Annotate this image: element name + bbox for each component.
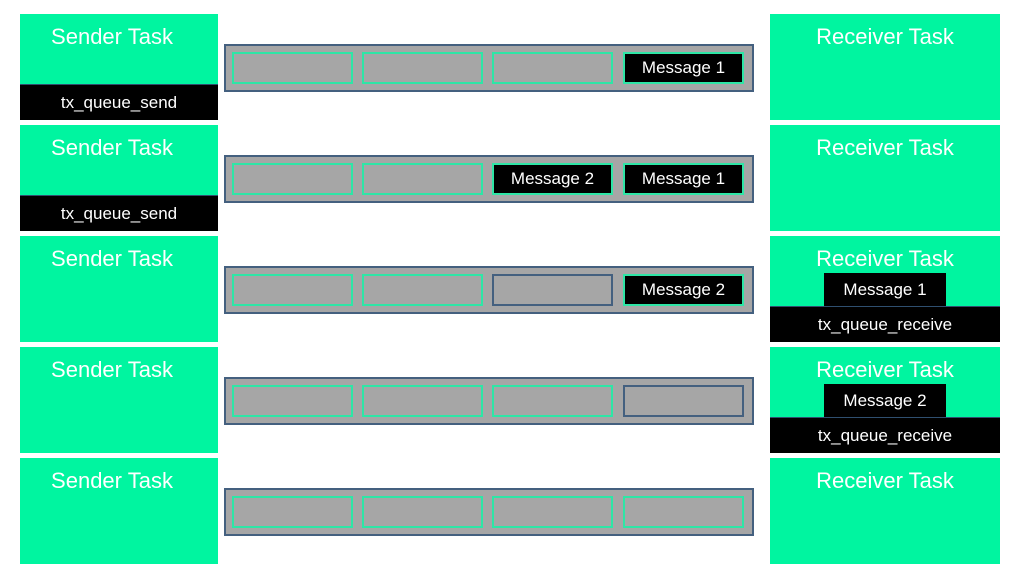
queue-slot-empty <box>492 496 613 528</box>
sender-task-title: Sender Task <box>51 357 173 382</box>
receiver-task-box: Receiver Task <box>770 458 1000 564</box>
message-queue: Message 2 Message 1 <box>224 155 754 203</box>
sender-task-box: Sender Task <box>20 236 218 342</box>
queue-slot-empty <box>362 163 483 195</box>
queue-slot-empty <box>232 274 353 306</box>
tx-queue-send-label: tx_queue_send <box>20 84 218 120</box>
queue-slot-message: Message 1 <box>623 52 744 84</box>
queue-step-3: Sender Task Message 2 Receiver Task Mess… <box>0 236 1024 342</box>
queue-slot-empty <box>232 496 353 528</box>
received-message: Message 1 <box>824 273 946 307</box>
queue-slot-message: Message 2 <box>492 163 613 195</box>
receiver-task-box: Receiver Task <box>770 14 1000 120</box>
queue-slot-empty <box>362 385 483 417</box>
message-queue <box>224 377 754 425</box>
receiver-task-box: Receiver Task Message 1 tx_queue_receive <box>770 236 1000 342</box>
sender-task-title: Sender Task <box>51 24 173 49</box>
receiver-task-title: Receiver Task <box>816 135 954 160</box>
queue-slot-empty <box>232 163 353 195</box>
tx-queue-receive-label: tx_queue_receive <box>770 417 1000 453</box>
receiver-task-title: Receiver Task <box>816 24 954 49</box>
receiver-task-title: Receiver Task <box>816 246 954 271</box>
sender-task-title: Sender Task <box>51 246 173 271</box>
queue-slot-empty <box>232 52 353 84</box>
sender-task-title: Sender Task <box>51 135 173 160</box>
queue-slot-empty <box>623 496 744 528</box>
queue-step-2: Sender Task tx_queue_send Message 2 Mess… <box>0 125 1024 231</box>
sender-task-box: Sender Task <box>20 347 218 453</box>
queue-slot-empty <box>232 385 353 417</box>
queue-slot-empty <box>492 52 613 84</box>
receiver-task-box: Receiver Task Message 2 tx_queue_receive <box>770 347 1000 453</box>
sender-task-title: Sender Task <box>51 468 173 493</box>
queue-slot-message: Message 1 <box>623 163 744 195</box>
message-queue: Message 1 <box>224 44 754 92</box>
queue-slot-empty <box>492 385 613 417</box>
queue-slot-message: Message 2 <box>623 274 744 306</box>
queue-slot-empty <box>362 52 483 84</box>
sender-task-box: Sender Task tx_queue_send <box>20 14 218 120</box>
queue-step-1: Sender Task tx_queue_send Message 1 Rece… <box>0 14 1024 120</box>
queue-step-4: Sender Task Receiver Task Message 2 tx_q… <box>0 347 1024 453</box>
received-message: Message 2 <box>824 384 946 418</box>
sender-task-box: Sender Task <box>20 458 218 564</box>
receiver-task-title: Receiver Task <box>816 468 954 493</box>
queue-step-5: Sender Task Receiver Task <box>0 458 1024 564</box>
message-queue: Message 2 <box>224 266 754 314</box>
tx-queue-send-label: tx_queue_send <box>20 195 218 231</box>
queue-slot-empty <box>362 496 483 528</box>
receiver-task-box: Receiver Task <box>770 125 1000 231</box>
queue-slot-empty <box>362 274 483 306</box>
sender-task-box: Sender Task tx_queue_send <box>20 125 218 231</box>
message-queue <box>224 488 754 536</box>
queue-slot-empty <box>492 274 613 306</box>
queue-slot-empty <box>623 385 744 417</box>
receiver-task-title: Receiver Task <box>816 357 954 382</box>
tx-queue-receive-label: tx_queue_receive <box>770 306 1000 342</box>
